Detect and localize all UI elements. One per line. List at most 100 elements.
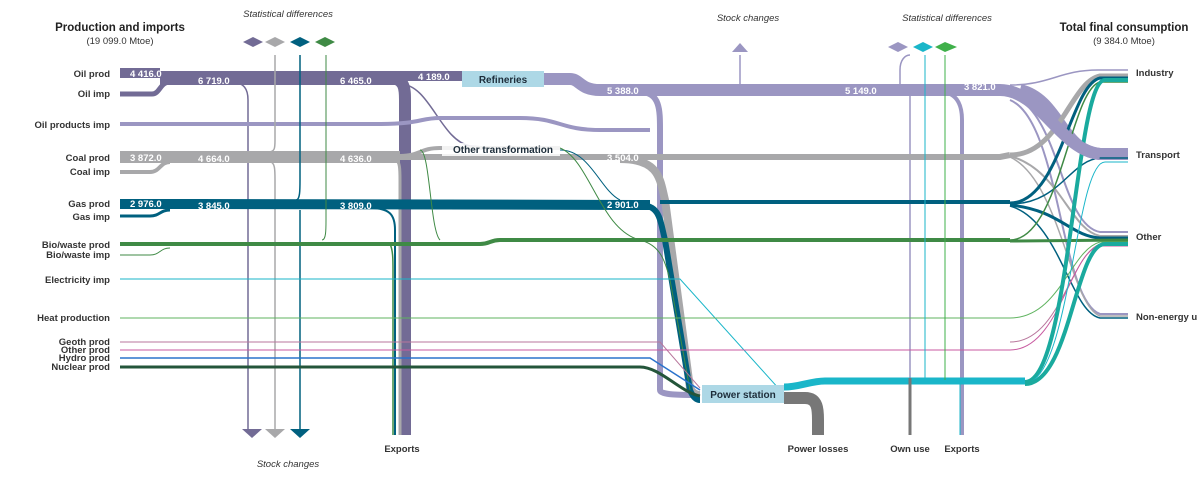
bio-main-flow <box>120 238 1010 246</box>
gas-imp-flow <box>120 208 171 218</box>
coal-exports-flow <box>394 158 402 435</box>
source-heat-production: Heat production <box>37 313 110 324</box>
stock-up-arrow-icon <box>732 43 748 52</box>
value-coal-total: 4 664.0 <box>198 154 230 165</box>
value-gas-to-power: 2 901.0 <box>607 200 639 211</box>
source-labels: Oil prod Oil imp Oil products imp Coal p… <box>35 69 111 373</box>
stat-diff-elec-diamond-icon <box>913 42 933 52</box>
right-title: Total final consumption <box>1060 22 1189 34</box>
bio-to-othertrans-flow <box>419 149 441 241</box>
power-station-label: Power station <box>710 390 776 401</box>
value-gas-total: 3 845.0 <box>198 201 230 212</box>
gas-othertrans-flow <box>559 149 621 201</box>
electricity-imp-flow <box>120 278 781 391</box>
value-gas-prod: 2 976.0 <box>130 199 162 210</box>
own-use-label: Own use <box>890 444 930 455</box>
stat-diff-bio-diamond-icon <box>315 37 335 47</box>
source-coal-imp: Coal imp <box>70 167 110 178</box>
coal-to-other-link <box>1009 155 1128 237</box>
stat-diff-right-label: Statistical differences <box>902 13 992 24</box>
sink-transport: Transport <box>1136 150 1181 161</box>
geoth-to-other-link <box>1009 243 1128 343</box>
stock-gas-down-arrow-icon <box>290 429 310 438</box>
source-nuclear-prod: Nuclear prod <box>51 362 110 373</box>
gas-exports-flow <box>369 207 396 435</box>
stat-diff-oilprod-diamond-icon <box>888 42 908 52</box>
coal-stock-flow <box>269 161 276 430</box>
sink-industry: Industry <box>1136 68 1174 79</box>
value-oil-total: 6 719.0 <box>198 76 230 87</box>
value-coal-prod: 3 872.0 <box>130 153 162 164</box>
value-refinery-in: 4 189.0 <box>418 72 450 83</box>
bottom-labels: Exports Power losses Own use Exports <box>384 444 979 455</box>
stock-changes-bottom-label: Stock changes <box>257 459 320 470</box>
flow-value-labels: 4 416.0 6 719.0 6 465.0 4 189.0 5 388.0 … <box>130 69 996 212</box>
sink-other: Other <box>1136 232 1162 243</box>
arrows <box>242 37 957 438</box>
sink-labels: Industry Transport Other Non-energy u <box>1136 68 1197 323</box>
coal-imp-flow <box>120 160 171 174</box>
power-losses-flow <box>784 392 824 435</box>
oil-products-imp-flow <box>120 116 650 132</box>
power-station-node <box>702 385 784 403</box>
value-coal-to-power: 3 504.0 <box>607 153 639 164</box>
refineries-node <box>462 71 544 87</box>
stock-coal-down-arrow-icon <box>265 429 285 438</box>
bio-exports-flow <box>389 243 394 435</box>
oil-products-to-power-flow <box>639 89 701 398</box>
gas-statdiff-flow <box>295 55 301 201</box>
elec-to-transport-link <box>1024 161 1128 384</box>
gas-to-other-link <box>1009 203 1128 240</box>
geoth-prod-flow <box>120 341 701 389</box>
refineries-label: Refineries <box>479 75 528 86</box>
gas-to-power-flow <box>639 202 701 403</box>
bio-to-industry-link <box>1009 81 1128 241</box>
source-bio-waste-prod: Bio/waste prod <box>42 240 110 251</box>
coal-to-nonenergy-link <box>1009 156 1128 317</box>
source-other-prod: Other prod <box>61 345 110 356</box>
bio-imp-flow <box>120 247 171 256</box>
source-oil-prod: Oil prod <box>74 69 111 80</box>
value-oil-after-exports: 6 465.0 <box>340 76 372 87</box>
stat-diff-oil-diamond-icon <box>243 37 263 47</box>
refinery-output-flow <box>544 73 1102 160</box>
value-gas-after: 3 809.0 <box>340 201 372 212</box>
coal-to-industry-link <box>1009 73 1128 158</box>
oil-products-exports-flow <box>939 90 964 435</box>
source-hydro-prod: Hydro prod <box>59 353 110 364</box>
oil-stock-flow <box>229 81 249 430</box>
coal-to-final-flow <box>400 152 1011 160</box>
stock-oil-down-arrow-icon <box>242 429 262 438</box>
value-oil-prod: 4 416.0 <box>130 69 162 80</box>
final-consumption-links <box>1009 69 1129 386</box>
left-total: (19 099.0 Mtoe) <box>86 36 153 47</box>
source-gas-prod: Gas prod <box>68 199 110 210</box>
nuclear-prod-flow <box>120 365 701 398</box>
coal-statdiff-flow <box>267 55 276 153</box>
elec-to-industry-link <box>1024 78 1128 384</box>
source-gas-imp: Gas imp <box>73 212 111 223</box>
exports-right-label: Exports <box>944 444 979 455</box>
source-flows <box>120 54 1102 435</box>
left-title: Production and imports <box>55 22 185 34</box>
source-geoth-prod: Geoth prod <box>59 337 110 348</box>
source-oil-imp: Oil imp <box>78 89 110 100</box>
value-oil-products-3: 3 821.0 <box>964 82 996 93</box>
other-transformation-node <box>442 143 560 156</box>
power-losses-label: Power losses <box>788 444 849 455</box>
stat-diff-coal-diamond-icon <box>265 37 285 47</box>
other-transformation-label: Other transformation <box>453 145 553 156</box>
stat-diff-top-label: Statistical differences <box>243 9 333 20</box>
stock-changes-top-label: Stock changes <box>717 13 780 24</box>
value-coal-after: 4 636.0 <box>340 154 372 165</box>
exports-left-label: Exports <box>384 444 419 455</box>
gas-to-nonenergy-link <box>1009 205 1128 319</box>
oil-products-statdiff-flow <box>899 54 911 88</box>
hydro-prod-flow <box>120 357 701 391</box>
heat-to-other-link <box>1009 241 1128 319</box>
oil-to-industry-link <box>1009 69 1128 86</box>
stat-diff-green-diamond-icon <box>935 42 957 52</box>
value-oil-products: 5 388.0 <box>607 86 639 97</box>
power-output-flow <box>783 377 1025 391</box>
